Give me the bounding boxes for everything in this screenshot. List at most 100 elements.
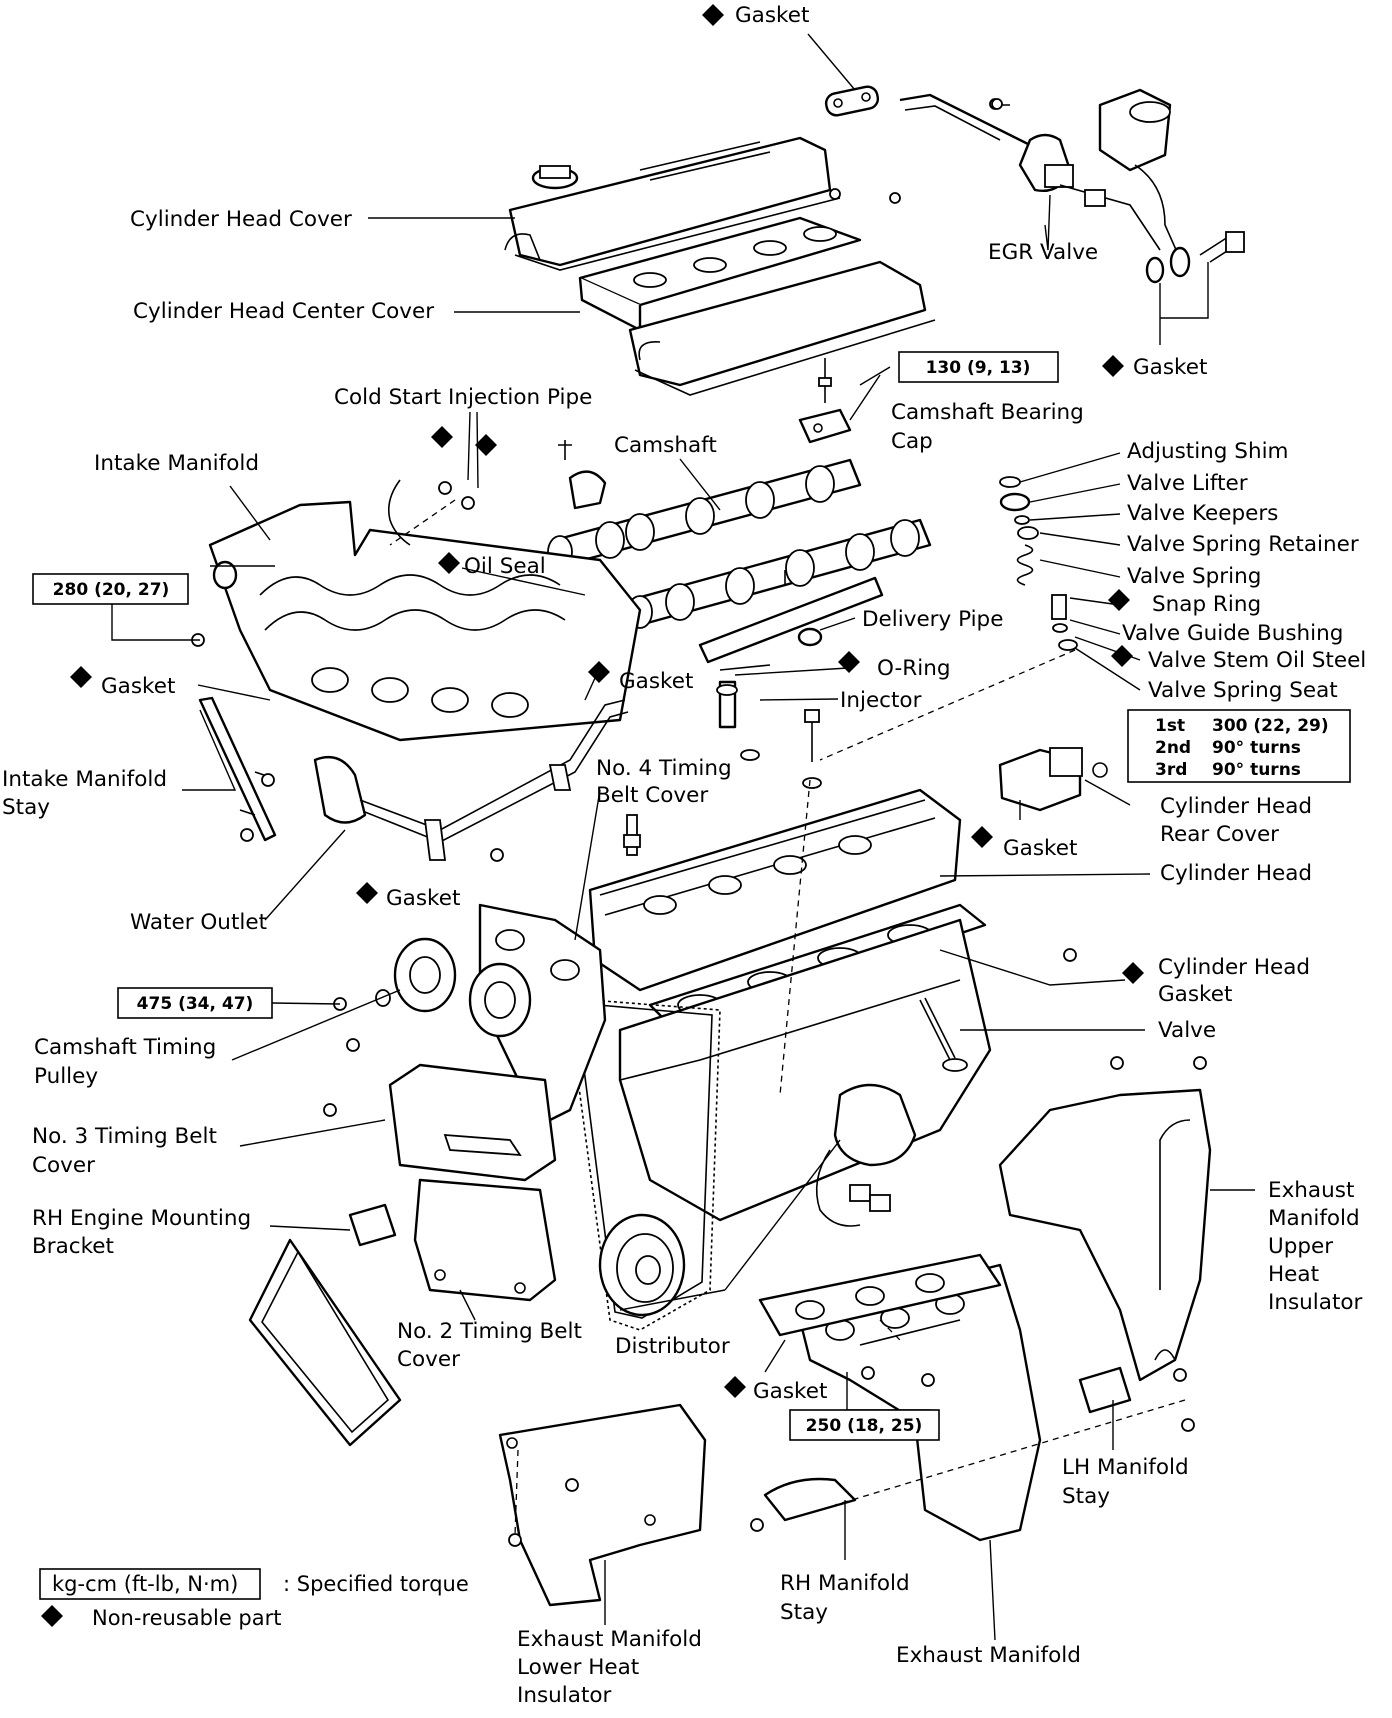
drive-belt-drawing — [248, 1238, 402, 1447]
head-bolt-step2-label: 2nd — [1155, 738, 1191, 758]
camshaft-bearing-cap-drawing — [798, 358, 852, 444]
label-cylinder-head-rear-cover-1: Cylinder Head — [1160, 794, 1312, 819]
camshaft-drawing — [547, 440, 932, 629]
rh-manifold-stay-drawing — [763, 1477, 857, 1522]
head-bolt-step3-label: 3rd — [1155, 760, 1187, 780]
label-no3-belt-cover-2: Cover — [32, 1153, 95, 1178]
torque-box-bearing-cap: 130 (9, 13) — [898, 351, 1059, 383]
label-gasket-water: Gasket — [386, 886, 460, 911]
part-labels: Gasket Cylinder Head Cover Cylinder Head… — [2, 3, 1366, 1708]
label-valve-stem-oil-seal: Valve Stem Oil Steel — [1148, 648, 1366, 673]
label-gasket-egr: Gasket — [1133, 355, 1207, 380]
crank-pulley-drawing — [598, 1213, 686, 1317]
intake-manifold-stay-drawing — [198, 696, 277, 842]
torque-box-exhaust-manifold: 250 (18, 25) — [789, 1409, 940, 1441]
label-valve: Valve — [1158, 1018, 1216, 1043]
label-cylinder-head-center-cover: Cylinder Head Center Cover — [133, 299, 434, 324]
cylinder-head-rear-cover-drawing — [998, 747, 1108, 812]
head-bolt-step3-value: 90° turns — [1212, 760, 1301, 780]
label-egr-valve: EGR Valve — [988, 240, 1098, 265]
diamond-icon — [838, 651, 860, 673]
torque-intake-manifold: 280 (20, 27) — [53, 580, 170, 600]
diamond-icon — [971, 826, 993, 848]
diamond-icon — [70, 666, 92, 688]
head-cover-gasket-drawing — [628, 260, 936, 396]
label-valve-keepers: Valve Keepers — [1127, 501, 1278, 526]
cylinder-head-drawing — [588, 788, 962, 992]
label-distributor: Distributor — [615, 1334, 730, 1359]
alignment-lines — [389, 499, 1186, 1536]
rh-engine-mounting-bracket-drawing — [348, 1203, 397, 1247]
diamond-icon — [1102, 355, 1124, 377]
label-exh-upper-insulator-5: Insulator — [1268, 1290, 1363, 1315]
diamond-icon — [1108, 589, 1130, 611]
label-exh-lower-insulator-3: Insulator — [517, 1683, 612, 1708]
camshaft-timing-pulley-drawing — [375, 937, 532, 1038]
label-no4-belt-cover-2: Belt Cover — [596, 783, 708, 808]
label-snap-ring: Snap Ring — [1152, 592, 1261, 617]
label-no2-belt-cover-2: Cover — [397, 1347, 460, 1372]
valve-drawing — [919, 997, 968, 1072]
label-oil-seal: Oil Seal — [464, 554, 546, 579]
label-adjusting-shim: Adjusting Shim — [1127, 439, 1288, 464]
label-camshaft-timing-pulley-1: Camshaft Timing — [34, 1035, 216, 1060]
label-cold-start-injection-pipe: Cold Start Injection Pipe — [334, 385, 592, 410]
label-rh-engine-mount-1: RH Engine Mounting — [32, 1206, 251, 1231]
lh-manifold-stay-drawing — [1078, 1366, 1132, 1414]
diamond-icon — [1122, 962, 1144, 984]
label-exh-upper-insulator-4: Heat — [1268, 1262, 1319, 1287]
torque-pulley: 475 (34, 47) — [137, 994, 254, 1014]
torque-exhaust-manifold: 250 (18, 25) — [806, 1416, 923, 1436]
label-delivery-pipe: Delivery Pipe — [862, 607, 1003, 632]
label-water-outlet: Water Outlet — [130, 910, 267, 935]
diamond-icon — [588, 661, 610, 683]
label-gasket-mid: Gasket — [619, 669, 693, 694]
egr-gasket-drawing — [824, 85, 880, 117]
label-exh-lower-insulator-1: Exhaust Manifold — [517, 1627, 702, 1652]
label-intake-manifold-stay-2: Stay — [2, 795, 50, 820]
legend-torque-unit: kg-cm (ft-lb, N·m) — [52, 1572, 238, 1596]
torque-bearing-cap: 130 (9, 13) — [926, 358, 1031, 378]
water-outlet-drawing — [313, 699, 629, 861]
label-rh-manifold-stay-2: Stay — [780, 1600, 828, 1625]
spark-plug-drawing — [623, 814, 641, 856]
non-reusable-markers — [41, 4, 1144, 1627]
label-cylinder-head-rear-cover-2: Rear Cover — [1160, 822, 1279, 847]
label-o-ring: O-Ring — [877, 656, 950, 681]
egr-gaskets-drawing — [1145, 231, 1245, 284]
label-rh-manifold-stay-1: RH Manifold — [780, 1571, 910, 1596]
label-rh-engine-mount-2: Bracket — [32, 1234, 114, 1259]
label-valve-lifter: Valve Lifter — [1127, 471, 1248, 496]
exhaust-manifold-upper-insulator-drawing — [998, 1088, 1212, 1382]
no2-timing-belt-cover-drawing — [413, 1178, 557, 1302]
label-gasket-left: Gasket — [101, 674, 175, 699]
intake-manifold-drawing — [208, 479, 642, 742]
legend-torque-desc: : Specified torque — [283, 1572, 469, 1596]
head-bolt-step1-label: 1st — [1155, 716, 1185, 736]
label-intake-manifold: Intake Manifold — [94, 451, 259, 476]
diamond-icon — [1111, 645, 1133, 667]
label-exh-upper-insulator-3: Upper — [1268, 1234, 1333, 1259]
torque-box-head-bolt: 1st 300 (22, 29) 2nd 90° turns 3rd 90° t… — [1127, 709, 1351, 783]
label-gasket-top: Gasket — [735, 3, 809, 28]
head-bolt-step1-value: 300 (22, 29) — [1212, 716, 1329, 736]
no4-timing-belt-cover-drawing — [478, 903, 607, 1127]
egr-valve-drawing — [899, 88, 1186, 271]
diamond-icon — [475, 434, 497, 456]
label-gasket-rear: Gasket — [1003, 836, 1077, 861]
exhaust-manifold-lower-insulator-drawing — [498, 1403, 707, 1607]
head-bolt-drawing — [802, 709, 822, 789]
label-valve-spring-seat: Valve Spring Seat — [1148, 678, 1338, 703]
legend-torque-box — [39, 1568, 261, 1600]
label-gasket-exhaust: Gasket — [753, 1379, 827, 1404]
diamond-icon — [438, 552, 460, 574]
label-camshaft-bearing-cap-2: Cap — [891, 429, 933, 454]
label-camshaft-bearing-cap-1: Camshaft Bearing — [891, 400, 1084, 425]
label-no4-belt-cover-1: No. 4 Timing — [596, 756, 732, 781]
diamond-icon — [41, 1605, 63, 1627]
label-exh-lower-insulator-2: Lower Heat — [517, 1655, 639, 1680]
label-exh-upper-insulator-2: Manifold — [1268, 1206, 1360, 1231]
label-injector: Injector — [840, 688, 922, 713]
